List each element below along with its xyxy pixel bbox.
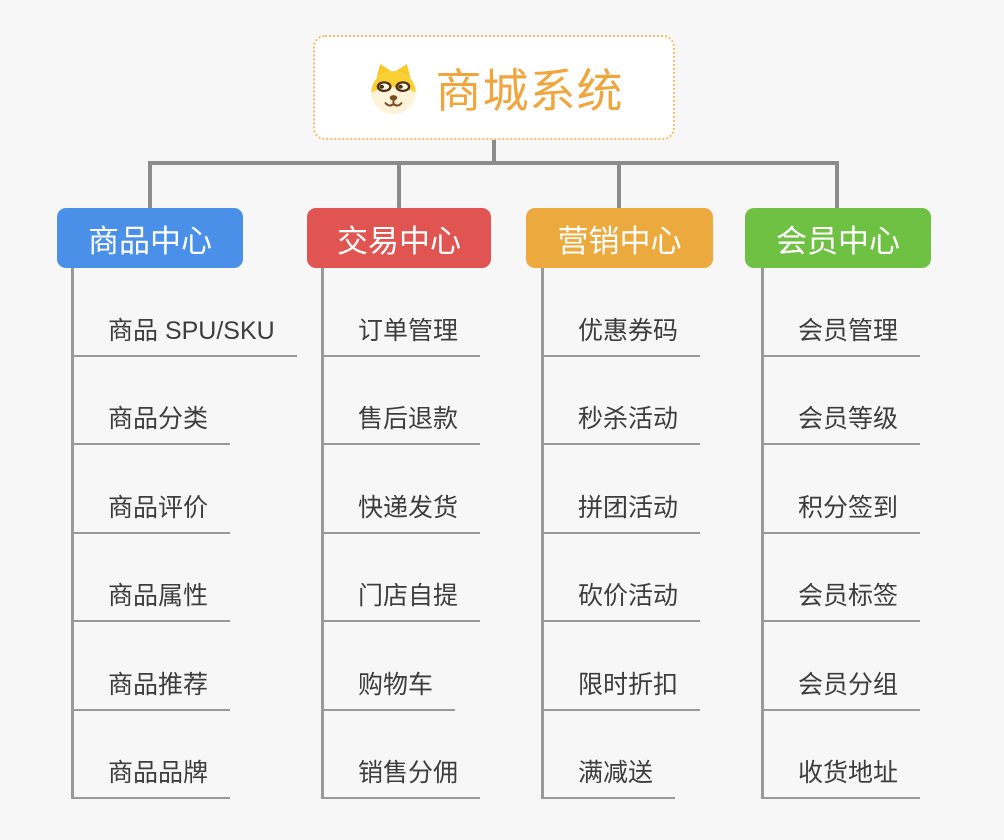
- connector-root-drop: [492, 139, 496, 165]
- leaf-item[interactable]: 商品属性: [74, 534, 231, 622]
- leaf-item[interactable]: 会员等级: [764, 357, 921, 445]
- root-node[interactable]: 商城系统: [313, 35, 675, 140]
- leaf-label: 门店自提: [358, 582, 459, 610]
- leaf-label: 会员等级: [798, 405, 899, 433]
- leaf-item[interactable]: 销售分佣: [324, 711, 481, 799]
- leaf-label: 商品品牌: [108, 759, 209, 787]
- leaf-item[interactable]: 秒杀活动: [544, 357, 701, 445]
- leaf-item[interactable]: 商品分类: [74, 357, 231, 445]
- connector-branch-drop: [397, 161, 401, 209]
- branch-label: 交易中心: [337, 223, 461, 259]
- connector-branch-drop: [835, 161, 839, 209]
- branch-label: 会员中心: [776, 223, 900, 259]
- leaf-item[interactable]: 积分签到: [764, 445, 921, 534]
- leaf-item[interactable]: 限时折扣: [544, 622, 701, 711]
- leaf-item[interactable]: 优惠券码: [544, 268, 701, 357]
- leaf-item[interactable]: 门店自提: [324, 534, 481, 622]
- connector-branch-drop: [617, 161, 621, 209]
- leaf-label: 限时折扣: [578, 670, 679, 699]
- leaf-item[interactable]: 砍价活动: [544, 534, 701, 622]
- leaf-column-member: 会员管理 会员等级 积分签到 会员标签 会员分组 收货地址: [761, 268, 921, 799]
- leaf-label: 快递发货: [358, 493, 459, 522]
- leaf-label: 商品属性: [108, 582, 209, 610]
- leaf-item[interactable]: 商品 SPU/SKU: [74, 268, 297, 357]
- leaf-item[interactable]: 商品推荐: [74, 622, 231, 711]
- leaf-item[interactable]: 商品品牌: [74, 711, 231, 799]
- leaf-column-trade: 订单管理 售后退款 快递发货 门店自提 购物车 销售分佣: [321, 268, 481, 799]
- leaf-label: 商品 SPU/SKU: [108, 316, 275, 345]
- leaf-item[interactable]: 会员标签: [764, 534, 921, 622]
- leaf-column-marketing: 优惠券码 秒杀活动 拼团活动 砍价活动 限时折扣 满减送: [541, 268, 701, 799]
- leaf-label: 秒杀活动: [578, 405, 679, 433]
- branch-node-product-center[interactable]: 商品中心: [57, 208, 243, 268]
- leaf-label: 收货地址: [798, 759, 899, 787]
- leaf-label: 砍价活动: [578, 582, 679, 610]
- leaf-label: 商品分类: [108, 405, 209, 433]
- leaf-label: 商品评价: [108, 493, 209, 522]
- leaf-label: 满减送: [578, 759, 654, 787]
- leaf-item[interactable]: 收货地址: [764, 711, 921, 799]
- branch-label: 商品中心: [88, 223, 212, 259]
- leaf-label: 会员标签: [798, 582, 899, 610]
- leaf-item[interactable]: 会员管理: [764, 268, 921, 357]
- doge-icon: [365, 61, 422, 115]
- leaf-label: 商品推荐: [108, 670, 209, 699]
- leaf-item[interactable]: 订单管理: [324, 268, 481, 357]
- leaf-item[interactable]: 快递发货: [324, 445, 481, 534]
- leaf-label: 会员分组: [798, 670, 899, 699]
- leaf-item[interactable]: 满减送: [544, 711, 676, 799]
- leaf-label: 积分签到: [798, 493, 899, 522]
- leaf-label: 购物车: [358, 670, 434, 699]
- leaf-item[interactable]: 拼团活动: [544, 445, 701, 534]
- branch-node-trade-center[interactable]: 交易中心: [307, 208, 491, 268]
- connector-horizontal-rail: [148, 161, 839, 165]
- leaf-label: 售后退款: [358, 405, 459, 433]
- leaf-item[interactable]: 会员分组: [764, 622, 921, 711]
- leaf-item[interactable]: 售后退款: [324, 357, 481, 445]
- branch-node-marketing-center[interactable]: 营销中心: [526, 208, 713, 268]
- connector-branch-drop: [148, 161, 152, 209]
- leaf-label: 订单管理: [358, 316, 459, 345]
- leaf-column-product: 商品 SPU/SKU 商品分类 商品评价 商品属性 商品推荐 商品品牌: [71, 268, 297, 799]
- leaf-label: 拼团活动: [578, 493, 679, 522]
- root-title: 商城系统: [435, 64, 624, 117]
- leaf-label: 优惠券码: [578, 316, 679, 345]
- leaf-item[interactable]: 商品评价: [74, 445, 231, 534]
- leaf-item[interactable]: 购物车: [324, 622, 456, 711]
- leaf-label: 会员管理: [798, 316, 899, 345]
- branch-label: 营销中心: [557, 223, 682, 259]
- branch-node-member-center[interactable]: 会员中心: [745, 208, 931, 268]
- leaf-label: 销售分佣: [358, 759, 459, 787]
